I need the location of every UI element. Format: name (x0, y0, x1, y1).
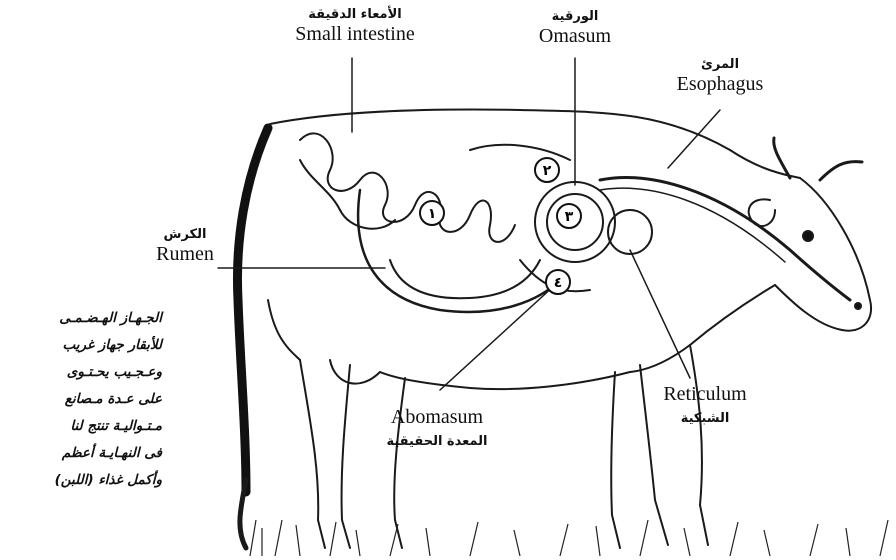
marker-1: ١ (428, 206, 437, 222)
caption-line: للأبقار جهاز غريب (4, 332, 162, 359)
abomasum-en: Abomasum (372, 406, 502, 429)
marker-2: ٢ (543, 163, 552, 179)
label-small-intestine: الأمعاء الدقيقة Small intestine (270, 8, 440, 46)
caption-line: وعـجـيب يحـتـوى (4, 359, 162, 386)
label-esophagus: المرئ Esophagus (660, 58, 780, 96)
caption-line: الجـهـاز الهـضـمـى (4, 305, 162, 332)
esophagus-ar: المرئ (660, 58, 780, 73)
marker-3: ٣ (565, 209, 574, 225)
abomasum-ar: المعدة الحقيقية (372, 435, 502, 450)
marker-4: ٤ (554, 275, 563, 291)
reticulum-en: Reticulum (645, 383, 765, 406)
omasum-ar: الورقية (515, 10, 635, 25)
esophagus-en: Esophagus (660, 73, 780, 96)
label-reticulum: Reticulum الشبكية (645, 383, 765, 427)
caption-text: الجـهـاز الهـضـمـى للأبقار جهاز غريب وعـ… (4, 305, 162, 494)
small-intestine-en: Small intestine (270, 23, 440, 46)
rumen-ar: الكرش (140, 228, 230, 243)
caption-line: مـتـواليـة تنتج لنا (4, 413, 162, 440)
label-rumen: الكرش Rumen (140, 228, 230, 266)
omasum-en: Omasum (515, 25, 635, 48)
caption-line: على عـدة مـصانع (4, 386, 162, 413)
small-intestine-ar: الأمعاء الدقيقة (270, 8, 440, 23)
caption-line: وأكمل غذاء (اللبن) (4, 467, 162, 494)
rumen-en: Rumen (140, 243, 230, 266)
caption-line: فى النهـايـة أعظم (4, 440, 162, 467)
label-abomasum: Abomasum المعدة الحقيقية (372, 406, 502, 450)
label-omasum: الورقية Omasum (515, 10, 635, 48)
reticulum-ar: الشبكية (645, 412, 765, 427)
